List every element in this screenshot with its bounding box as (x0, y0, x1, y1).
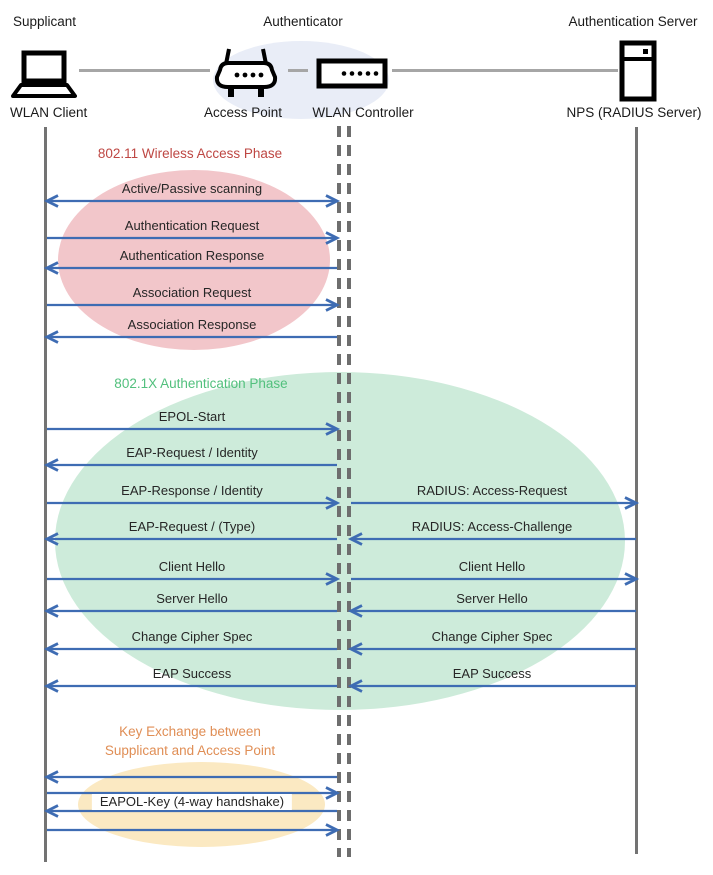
arrowhead (325, 572, 341, 586)
arrowhead (43, 642, 59, 656)
message-label: Client Hello (458, 559, 526, 574)
message-label: EAP-Request / Identity (126, 445, 258, 460)
connector-line (288, 69, 308, 72)
message-label: RADIUS: Access-Challenge (411, 519, 573, 534)
arrowhead (43, 194, 59, 208)
phase-title-80211: 802.11 Wireless Access Phase (97, 146, 283, 161)
arrowhead (43, 330, 59, 344)
phase-title-8021x: 802.1X Authentication Phase (114, 376, 288, 391)
arrowhead (325, 496, 341, 510)
arrowhead (43, 532, 59, 546)
server-icon (619, 40, 657, 107)
message-label: Authentication Request (124, 218, 260, 233)
connector-line (392, 69, 618, 72)
arrowhead (325, 422, 341, 436)
arrowhead (347, 679, 363, 693)
message-label: EAP Success (152, 666, 232, 681)
arrowhead (624, 496, 640, 510)
arrowhead (325, 231, 341, 245)
wlan-client-label: WLAN Client (10, 105, 88, 120)
wlan-controller-label: WLAN Controller (312, 105, 414, 120)
message-label: EAP Success (452, 666, 532, 681)
message-label: Association Request (132, 285, 252, 300)
arrowhead (43, 804, 59, 818)
access-point-label: Access Point (203, 105, 283, 120)
arrowhead (325, 298, 341, 312)
wlan-controller-icon (316, 58, 388, 94)
auth-server-role-label: Authentication Server (568, 14, 698, 29)
message-label: Active/Passive scanning (121, 181, 263, 196)
arrowhead (43, 261, 59, 275)
arrowhead (347, 604, 363, 618)
message-label: Server Hello (156, 591, 228, 606)
message-label: EAP-Response / Identity (121, 483, 263, 498)
supplicant-role-label: Supplicant (13, 14, 77, 29)
message-label: Change Cipher Spec (131, 629, 253, 644)
arrowhead (43, 604, 59, 618)
message-label: EPOL-Start (158, 409, 226, 424)
phase-title-key-exchange: Key Exchange between Supplicant and Acce… (104, 724, 276, 758)
nps-radius-label: NPS (RADIUS Server) (566, 105, 702, 120)
arrowhead (43, 770, 59, 784)
access-point-icon (212, 46, 280, 111)
message-label: Client Hello (158, 559, 226, 574)
arrowhead (325, 786, 341, 800)
arrowhead (325, 194, 341, 208)
authenticator-lifeline-dashed (337, 126, 341, 857)
connector-line (79, 69, 210, 72)
arrowhead (347, 532, 363, 546)
supplicant-lifeline (44, 127, 47, 862)
arrowhead (43, 679, 59, 693)
authenticator-lifeline-dashed (347, 126, 351, 857)
message-label: RADIUS: Access-Request (416, 483, 568, 498)
message-label: Authentication Response (119, 248, 265, 263)
arrowhead (43, 458, 59, 472)
message-label: EAP-Request / (Type) (128, 519, 256, 534)
laptop-icon (11, 50, 77, 105)
authenticator-role-label: Authenticator (263, 14, 343, 29)
message-label: EAPOL-Key (4-way handshake) (91, 794, 293, 810)
arrowhead (347, 642, 363, 656)
arrowhead (624, 572, 640, 586)
message-label: Association Response (127, 317, 257, 332)
message-label: Server Hello (456, 591, 528, 606)
arrowhead (325, 823, 341, 837)
server-lifeline (635, 127, 638, 854)
message-label: Change Cipher Spec (431, 629, 553, 644)
